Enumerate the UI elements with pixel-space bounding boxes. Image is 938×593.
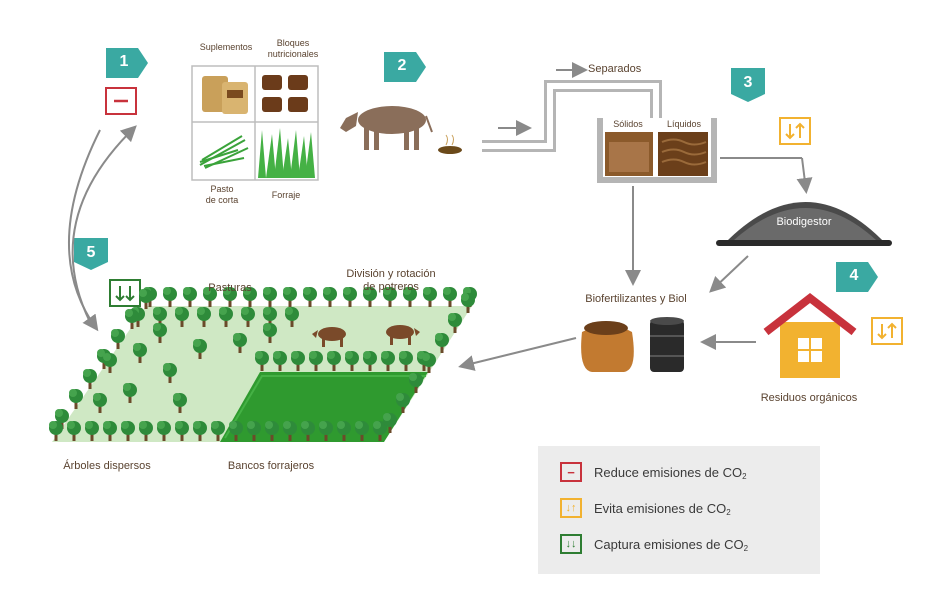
step-badge-5	[74, 238, 108, 270]
step-badge-2	[384, 52, 426, 82]
field-cow-icon	[386, 325, 420, 345]
silvopastoral-field	[52, 306, 472, 442]
reduce-icon: −	[560, 462, 582, 482]
label-pasturas: Pasturas	[208, 282, 252, 294]
legend-text-avoid: Evita emisiones de CO2	[594, 500, 731, 517]
label-solidos: Sólidos	[613, 119, 643, 129]
legend-row-avoid: ↓↑ Evita emisiones de CO2	[560, 496, 731, 520]
legend-text-capture: Captura emisiones de CO2	[594, 536, 749, 553]
avoid-icon	[779, 117, 811, 145]
cut-grass-icon	[199, 135, 249, 169]
step-badge-1	[106, 48, 148, 78]
label-forraje: Forraje	[271, 190, 301, 200]
manure-icon	[438, 134, 462, 154]
step-badge-4	[836, 262, 878, 292]
legend-row-capture: ↓↓ Captura emisiones de CO2	[560, 532, 748, 556]
label-suplementos: Suplementos	[199, 42, 253, 52]
legend: − Reduce emisiones de CO2 ↓↑ Evita emisi…	[538, 446, 820, 574]
step-badge-3	[731, 68, 765, 102]
avoid-icon: ↓↑	[560, 498, 582, 518]
tree-icon	[283, 287, 297, 307]
step-number-5: 5	[86, 244, 96, 261]
step-number-3: 3	[743, 74, 753, 91]
supplement-bags-icon	[202, 76, 248, 114]
separator-box	[597, 118, 717, 183]
label-pasto: Pasto de corta	[205, 184, 239, 205]
house-icon	[763, 292, 857, 378]
fertilizer-sack-icon	[581, 321, 634, 372]
cycle-arrow-down	[67, 129, 101, 332]
nutritional-blocks-icon	[262, 75, 308, 112]
label-biofertilizantes: Biofertilizantes y Biol	[585, 293, 687, 305]
field-cow-icon	[312, 327, 346, 347]
tree-icon	[163, 287, 177, 307]
tree-icon	[303, 287, 317, 307]
label-biodigestor: Biodigestor	[776, 216, 832, 228]
step-number-1: 1	[119, 53, 129, 70]
biol-barrel-icon	[650, 317, 684, 372]
reduce-icon	[105, 87, 137, 115]
forage-icon	[258, 128, 315, 178]
label-bloques: Bloques nutricionales	[267, 38, 319, 59]
label-bancos: Bancos forrajeros	[227, 460, 315, 472]
biodigestor-icon	[716, 202, 892, 246]
arrow-to-biodigestor-v	[796, 157, 813, 194]
label-residuos: Residuos orgánicos	[760, 392, 858, 404]
capture-icon	[109, 279, 141, 307]
separator-pipe-inner	[482, 83, 659, 149]
arrow-to-field	[458, 337, 577, 371]
label-liquidos: Líquidos	[666, 119, 702, 129]
label-separados: Separados	[588, 63, 642, 75]
legend-text-reduce: Reduce emisiones de CO2	[594, 464, 747, 481]
legend-row-reduce: − Reduce emisiones de CO2	[560, 460, 747, 484]
label-division: División y rotación de potreros	[346, 268, 436, 293]
label-arboles: Árboles dispersos	[63, 460, 151, 472]
arrow-from-biodigestor	[709, 255, 749, 293]
step-number-2: 2	[397, 57, 407, 74]
step-number-4: 4	[849, 267, 859, 284]
avoid-icon	[871, 317, 903, 345]
cow-icon	[340, 106, 433, 150]
feed-grid	[191, 65, 319, 181]
capture-icon: ↓↓	[560, 534, 582, 554]
